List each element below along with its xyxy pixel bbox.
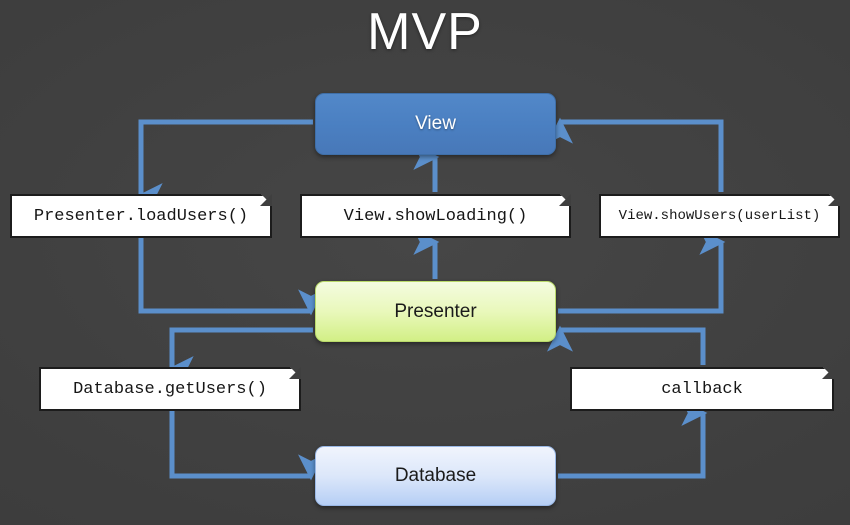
- note-view-show-loading-label: View.showLoading(): [343, 206, 528, 226]
- edge-view-to-presenter: [136, 119, 324, 316]
- node-database-label: Database: [394, 465, 477, 486]
- note-presenter-load-users-label: Presenter.loadUsers(): [33, 206, 249, 226]
- note-callback-label: callback: [661, 379, 743, 399]
- note-view-show-users-label: View.showUsers(userList): [618, 208, 821, 224]
- edge-presenter-to-view-users: [547, 117, 726, 314]
- node-view[interactable]: View: [315, 93, 556, 155]
- edge-database-to-presenter: [547, 325, 708, 479]
- note-presenter-load-users[interactable]: Presenter.loadUsers(): [10, 194, 272, 238]
- note-view-show-loading[interactable]: View.showLoading(): [300, 194, 571, 238]
- node-database[interactable]: Database: [315, 446, 556, 506]
- node-presenter-label: Presenter: [394, 300, 477, 322]
- note-database-get-users[interactable]: Database.getUsers(): [39, 367, 301, 411]
- note-database-get-users-label: Database.getUsers(): [73, 379, 267, 399]
- node-presenter[interactable]: Presenter: [315, 281, 556, 342]
- node-view-label: View: [415, 113, 456, 134]
- note-view-show-users[interactable]: View.showUsers(userList): [599, 194, 840, 238]
- note-callback[interactable]: callback: [570, 367, 834, 411]
- diagram-title: MVP: [367, 3, 483, 61]
- edge-presenter-to-database: [167, 327, 324, 481]
